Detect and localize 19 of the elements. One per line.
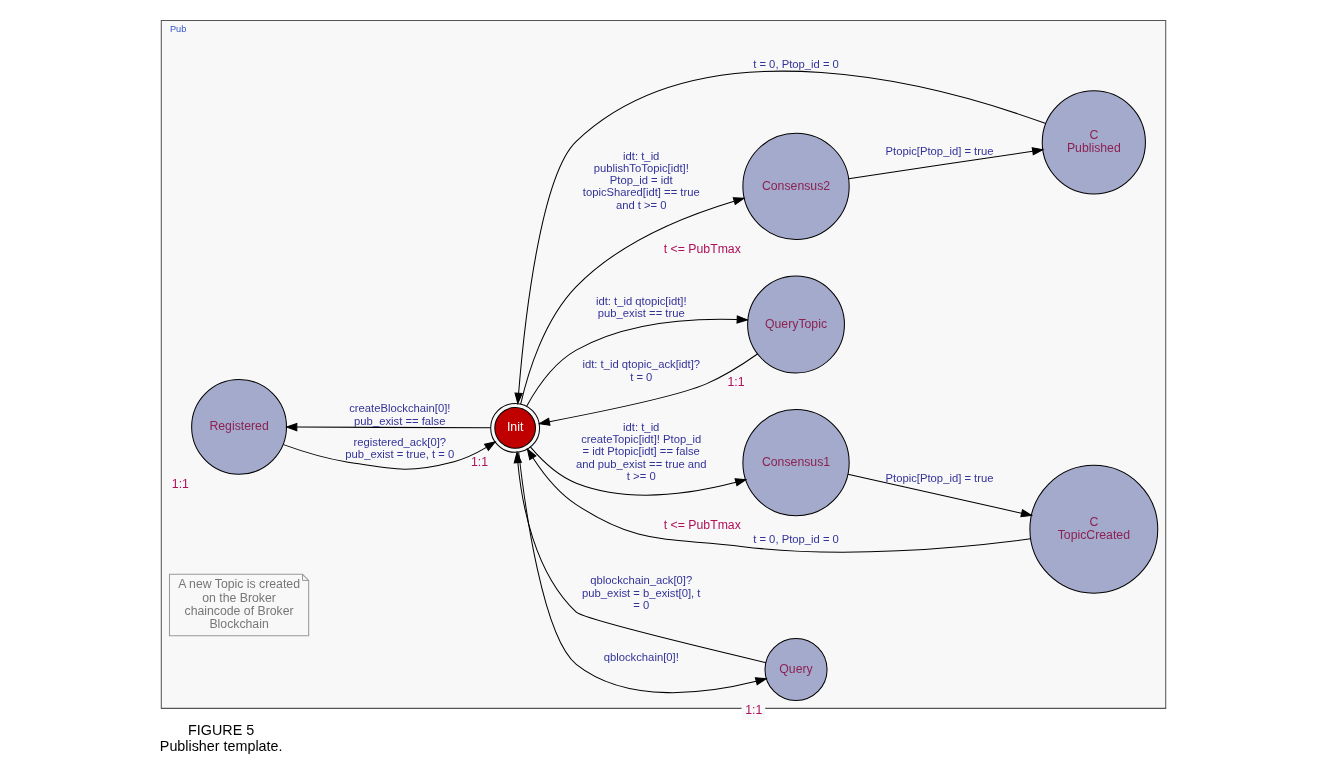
edge-label: idt: t_id publishToTopic[idt]! Ptop_id = idt topicShared[idt] == true and t >= 0 bbox=[582, 149, 700, 211]
edge-label: Ptopic[Ptop_id] = true bbox=[885, 145, 994, 158]
edge-label: qblockchain[0]! bbox=[603, 651, 679, 664]
node-label: t <= PubTmax bbox=[663, 241, 741, 256]
edge-label: t = 0, Ptop_id = 0 bbox=[753, 58, 839, 71]
edge-label: idt: t_id qtopic[idt]! pub_exist == true bbox=[595, 294, 687, 320]
edge-label: t = 0, Ptop_id = 0 bbox=[753, 533, 839, 546]
node-label: 1:1 bbox=[727, 375, 745, 390]
edge-label: qblockchain_ack[0]? pub_exist = b_exist[0], t = 0 bbox=[581, 574, 701, 611]
edge-label: registered_ack[0]? pub_exist = true, t = 0 bbox=[345, 436, 455, 461]
edge-label: Ptopic[Ptop_id] = true bbox=[885, 471, 994, 484]
edge-label: idt: t_id qtopic_ack[idt]? t = 0 bbox=[582, 358, 701, 383]
node-label: 1:1 bbox=[171, 476, 189, 491]
diagram-title: FIGURE 5 bbox=[188, 722, 255, 739]
caption: Publisher template. bbox=[159, 737, 283, 754]
node-label: t <= PubTmax bbox=[663, 518, 741, 533]
edge-label: createBlockchain[0]! pub_exist == false bbox=[349, 402, 451, 427]
edge-label: idt: t_id createTopic[idt]! Ptop_id = idt Ptopic[idt] == false and pub_exist == true and t >= 0 bbox=[575, 420, 707, 482]
node-label: 1:1 bbox=[470, 454, 488, 469]
